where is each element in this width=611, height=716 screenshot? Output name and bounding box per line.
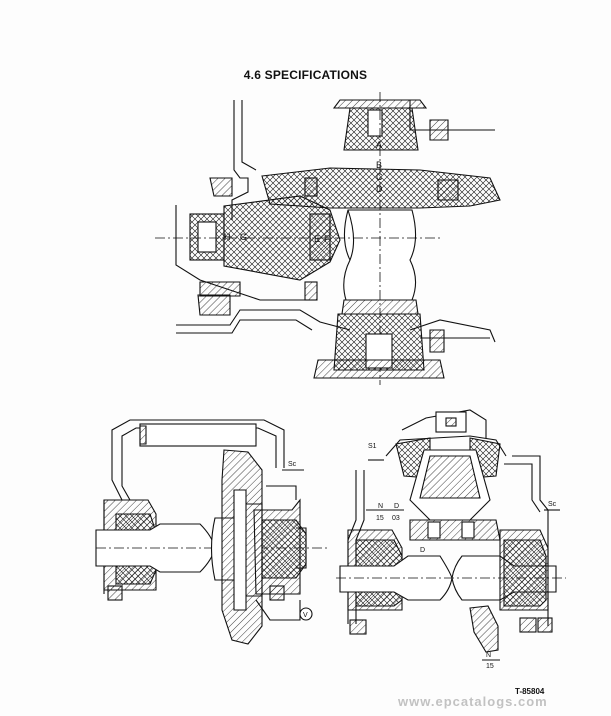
label-g: G xyxy=(240,232,247,242)
label-n-bottom: N xyxy=(486,652,491,659)
label-f: F xyxy=(324,234,330,244)
label-03: 03 xyxy=(392,515,400,522)
label-d: D xyxy=(376,184,383,194)
right-drawing-labels: S1 N D 15 03 D Sc N 15 xyxy=(368,443,557,670)
label-n: N xyxy=(378,503,383,510)
left-drawing-labels: Sc V xyxy=(288,461,308,619)
top-drawing-labels: A B C D E F G H xyxy=(224,140,383,244)
label-sc: Sc xyxy=(288,461,297,468)
label-a: A xyxy=(376,140,382,150)
figure-reference: T-85804 xyxy=(515,687,545,696)
label-b: B xyxy=(376,160,382,170)
label-v: V xyxy=(303,612,308,619)
label-h: H xyxy=(224,232,231,242)
left-drawing xyxy=(95,419,330,645)
section-title: 4.6 SPECIFICATIONS xyxy=(243,68,368,82)
label-sc-right: Sc xyxy=(548,501,557,508)
label-s1: S1 xyxy=(368,443,377,450)
label-d: D xyxy=(420,547,425,554)
watermark: www.epcatalogs.com xyxy=(398,694,548,709)
label-15-bottom: 15 xyxy=(486,663,494,670)
right-drawing xyxy=(336,409,566,661)
label-d-top: D xyxy=(394,503,399,510)
top-drawing xyxy=(155,92,501,385)
label-c: C xyxy=(376,172,383,182)
label-e: E xyxy=(314,234,320,244)
label-15: 15 xyxy=(376,515,384,522)
